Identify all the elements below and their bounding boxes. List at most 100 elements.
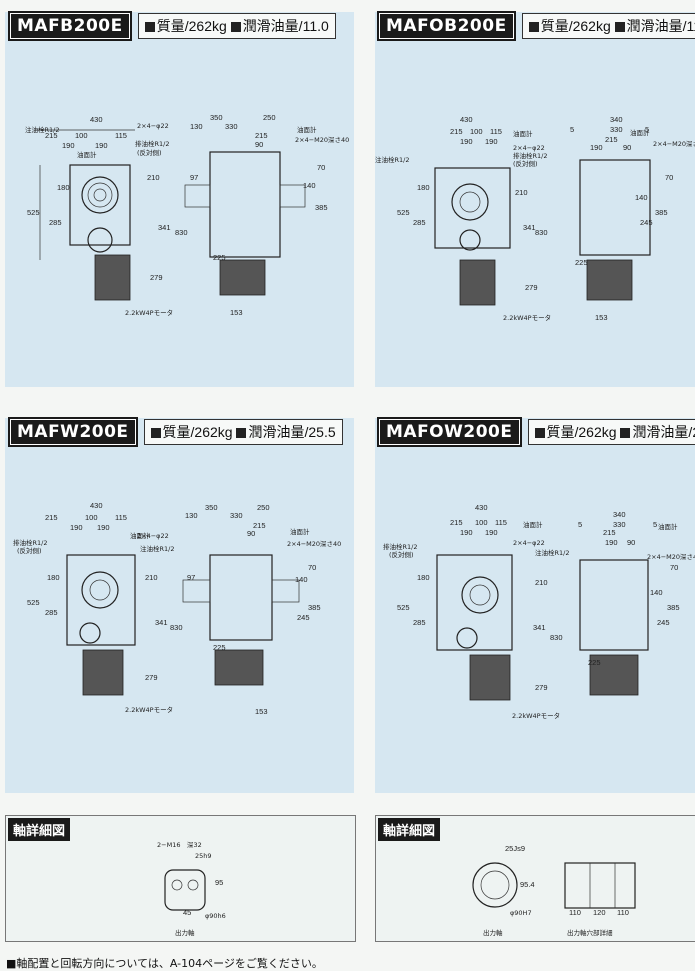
model-title: MAFW200E — [8, 417, 138, 447]
svg-text:330: 330 — [225, 122, 238, 131]
svg-text:245: 245 — [657, 618, 670, 627]
svg-text:注油栓R1/2: 注油栓R1/2 — [535, 548, 569, 557]
svg-text:115: 115 — [495, 518, 507, 527]
svg-text:190: 190 — [590, 143, 603, 152]
svg-text:285: 285 — [413, 618, 426, 627]
svg-text:注油栓R1/2: 注油栓R1/2 — [375, 155, 409, 164]
svg-text:排油栓R1/2: 排油栓R1/2 — [13, 538, 47, 547]
svg-text:385: 385 — [667, 603, 680, 612]
svg-text:215: 215 — [605, 135, 618, 144]
svg-text:140: 140 — [650, 588, 663, 597]
svg-text:341: 341 — [533, 623, 546, 632]
svg-text:出力軸: 出力軸 — [483, 928, 503, 937]
svg-text:115: 115 — [115, 513, 127, 522]
svg-text:排油栓R1/2: 排油栓R1/2 — [135, 139, 169, 148]
drawing-mafw200e: 430 215 100 115 190 190 油面計 2×4−φ22 注油栓R… — [5, 500, 354, 730]
svg-text:注油栓R1/2: 注油栓R1/2 — [25, 125, 59, 134]
svg-text:830: 830 — [550, 633, 563, 642]
drawing-mafb200e: 430 215 100 115 190 190 注油栓R1/2 2×4−φ22 … — [5, 110, 354, 340]
svg-text:140: 140 — [303, 181, 316, 190]
header-mafob200e: MAFOB200E 質量/262kg 潤滑油量/11 — [377, 13, 695, 39]
svg-text:115: 115 — [115, 131, 127, 140]
header-mafw200e: MAFW200E 質量/262kg 潤滑油量/25.5 — [8, 419, 343, 445]
svg-text:70: 70 — [308, 563, 316, 572]
svg-text:385: 385 — [315, 203, 328, 212]
svg-text:245: 245 — [297, 613, 310, 622]
svg-text:180: 180 — [417, 183, 430, 192]
svg-text:210: 210 — [515, 188, 528, 197]
svg-text:190: 190 — [460, 528, 473, 537]
svg-text:100: 100 — [75, 131, 88, 140]
svg-text:245: 245 — [640, 218, 653, 227]
svg-text:2.2kW4Pモータ: 2.2kW4Pモータ — [125, 705, 173, 714]
svg-text:70: 70 — [670, 563, 678, 572]
svg-text:90: 90 — [623, 143, 631, 152]
svg-text:140: 140 — [635, 193, 648, 202]
svg-text:190: 190 — [485, 528, 498, 537]
svg-text:285: 285 — [45, 608, 58, 617]
svg-text:600: 600 — [240, 110, 253, 112]
svg-text:430: 430 — [460, 115, 473, 124]
front-view: 430 215 100 115 190 190 注油栓R1/2 2×4−φ22 … — [25, 115, 188, 317]
svg-text:279: 279 — [525, 283, 538, 292]
footnote: ■軸配置と回転方向については、A-104ページをご覧ください。 — [6, 955, 323, 971]
svg-text:90: 90 — [255, 140, 263, 149]
side-view: 600 350 250 130 330 215 90 油面計 2×4−M20深さ… — [185, 110, 349, 317]
svg-text:φ90H7: φ90H7 — [510, 909, 532, 917]
svg-text:110: 110 — [617, 908, 629, 917]
svg-text:225: 225 — [213, 253, 226, 262]
svg-text:830: 830 — [535, 228, 548, 237]
svg-text:190: 190 — [460, 137, 473, 146]
front-view: 430 215 100 115 190 190 油面計 2×4−φ22 排油栓R… — [375, 115, 551, 322]
svg-text:279: 279 — [145, 673, 158, 682]
svg-text:285: 285 — [413, 218, 426, 227]
svg-text:45: 45 — [183, 908, 191, 917]
header-mafow200e: MAFOW200E 質量/262kg 潤滑油量/25 — [377, 419, 695, 445]
svg-text:341: 341 — [523, 223, 536, 232]
svg-text:2.2kW4Pモータ: 2.2kW4Pモータ — [503, 313, 551, 322]
svg-text:φ90h6: φ90h6 — [205, 912, 226, 920]
svg-text:210: 210 — [535, 578, 548, 587]
svg-text:90: 90 — [627, 538, 635, 547]
svg-text:525: 525 — [397, 603, 410, 612]
svg-text:525: 525 — [27, 598, 40, 607]
svg-text:190: 190 — [70, 523, 83, 532]
svg-text:2.2kW4Pモータ: 2.2kW4Pモータ — [125, 308, 173, 317]
svg-text:2×4−φ22: 2×4−φ22 — [137, 122, 169, 130]
svg-text:油面計: 油面計 — [290, 527, 310, 536]
spec-box: 質量/262kg 潤滑油量/11.0 — [138, 13, 336, 39]
svg-text:180: 180 — [57, 183, 70, 192]
svg-text:100: 100 — [470, 127, 483, 136]
svg-text:2×4−φ22: 2×4−φ22 — [513, 539, 545, 547]
svg-text:830: 830 — [170, 623, 183, 632]
svg-text:153: 153 — [595, 313, 608, 322]
svg-text:油面計: 油面計 — [658, 522, 678, 531]
svg-text:5: 5 — [578, 520, 582, 529]
svg-text:250: 250 — [263, 113, 276, 122]
shaft-drawing-right: 25Js9 95.4 φ90H7 出力軸 110 120 110 出力軸穴部詳細 — [375, 815, 695, 940]
svg-text:25h9: 25h9 — [195, 852, 212, 860]
svg-text:5: 5 — [653, 520, 657, 529]
svg-text:250: 250 — [257, 503, 270, 512]
front-view: 430 215 100 115 190 190 油面計 2×4−φ22 注油栓R… — [383, 505, 569, 720]
svg-text:110: 110 — [569, 908, 581, 917]
svg-text:70: 70 — [317, 163, 325, 172]
svg-text:油面計: 油面計 — [77, 150, 97, 159]
svg-text:341: 341 — [155, 618, 168, 627]
svg-text:153: 153 — [255, 707, 268, 716]
svg-text:2−M16 深32: 2−M16 深32 — [157, 840, 202, 849]
model-title: MAFOB200E — [377, 11, 516, 41]
svg-text:225: 225 — [588, 658, 601, 667]
svg-text:350: 350 — [210, 113, 223, 122]
svg-text:油面計: 油面計 — [630, 128, 650, 137]
svg-text:210: 210 — [147, 173, 160, 182]
svg-text:190: 190 — [95, 141, 108, 150]
svg-text:180: 180 — [417, 573, 430, 582]
side-view: 340 5 330 5 215 190 90 油面計 2×4−M20深さ40 1… — [578, 510, 695, 695]
svg-text:注油栓R1/2: 注油栓R1/2 — [140, 544, 174, 553]
svg-text:215: 215 — [255, 131, 268, 140]
svg-text:(反対側): (反対側) — [513, 159, 538, 168]
svg-text:430: 430 — [475, 505, 488, 512]
svg-text:153: 153 — [230, 308, 243, 317]
svg-text:330: 330 — [610, 125, 623, 134]
